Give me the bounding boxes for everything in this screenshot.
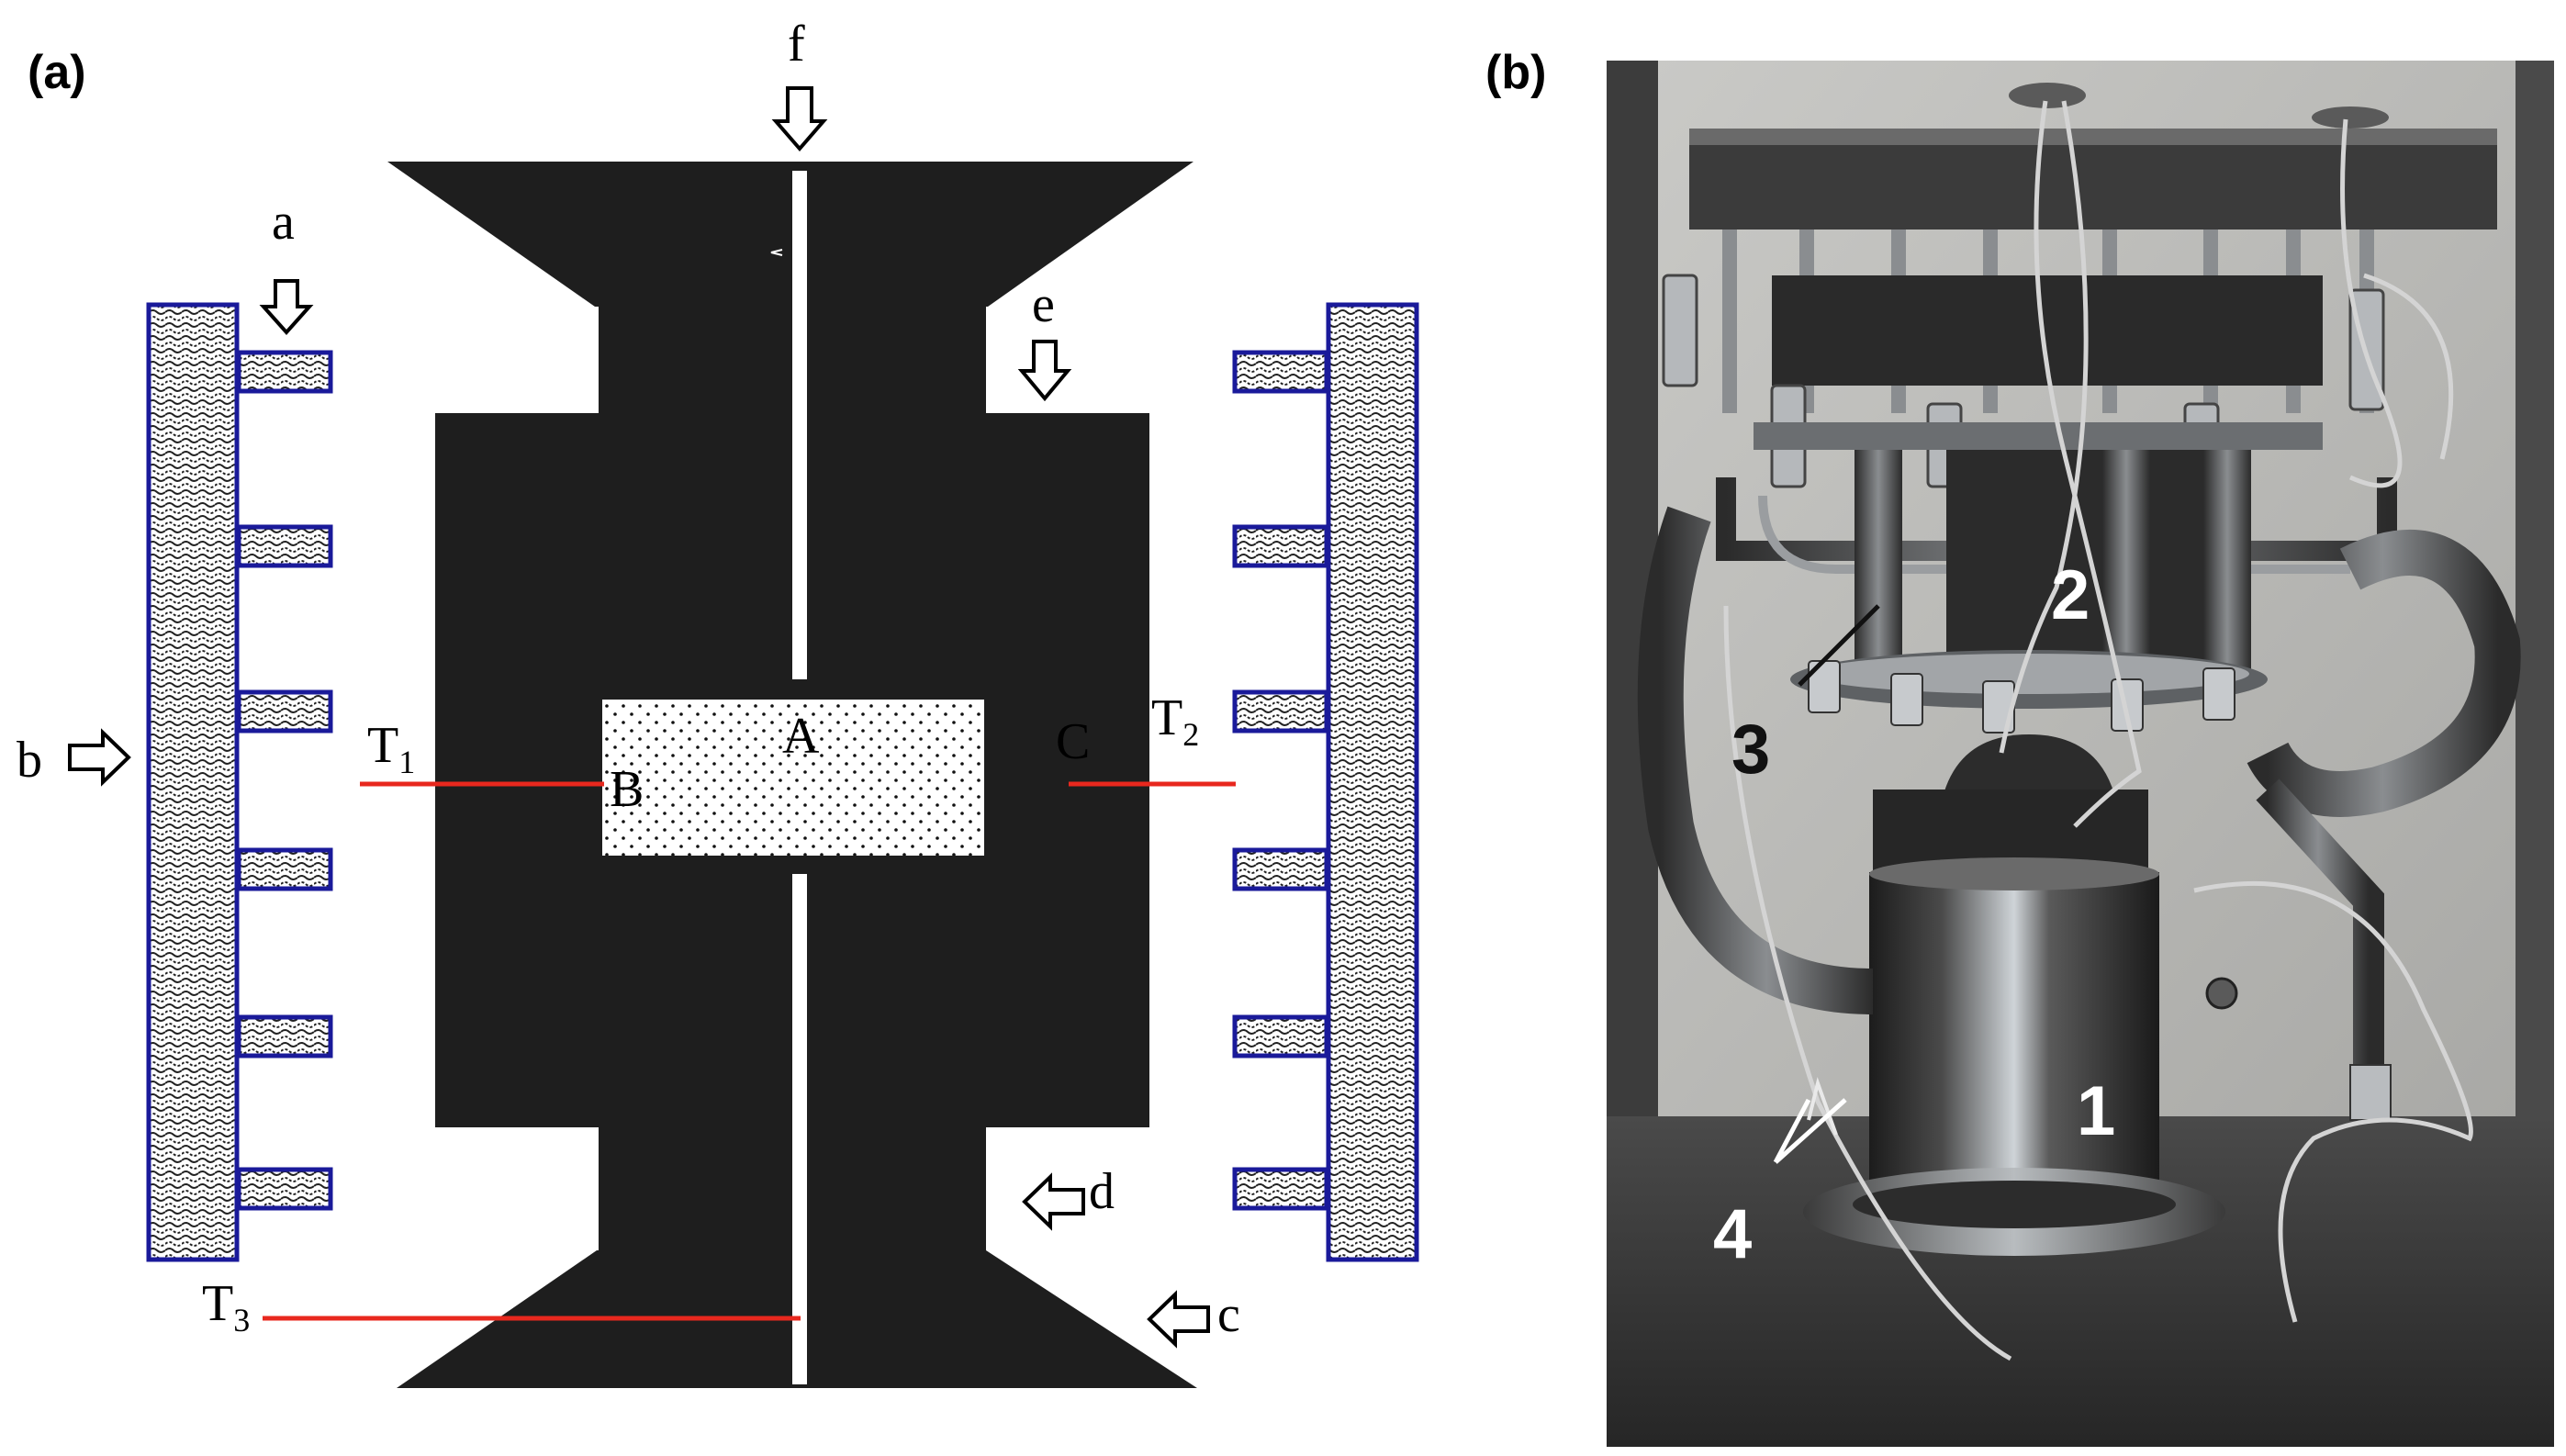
label-e: e — [1032, 276, 1055, 333]
label-c: c — [1217, 1286, 1240, 1343]
top-plate — [1689, 129, 2497, 230]
label-t1: T1 — [367, 717, 415, 780]
sample-region — [602, 700, 984, 856]
arrow-d — [1022, 1172, 1085, 1231]
arrow-c — [1147, 1290, 1210, 1349]
callout-3-leader — [1798, 604, 1880, 687]
label-t2: T2 — [1151, 689, 1199, 753]
arrow-a — [259, 279, 314, 336]
right-induction-coil — [1232, 302, 1419, 1262]
furnace-diagram: f a e b d c A B C T1 T2 T3 — [17, 16, 1419, 1388]
arrow-right-icon — [68, 728, 131, 787]
panel-b-label: (b) — [1485, 46, 1546, 99]
top-bore — [792, 171, 807, 679]
bottom-bore — [792, 874, 807, 1384]
label-b: b — [17, 732, 42, 789]
steel-cylinder — [1869, 872, 2159, 1203]
right-flex-hose — [2247, 530, 2521, 817]
top-punch-flange — [387, 162, 1193, 307]
label-region-c: C — [1056, 713, 1090, 770]
arrow-down-icon — [771, 86, 828, 152]
panel-a-label: (a) — [28, 46, 86, 99]
arrow-left-icon — [1147, 1290, 1210, 1349]
die-left-wall — [435, 413, 600, 1127]
callout-2: 2 — [2051, 556, 2090, 634]
arrow-b — [68, 728, 131, 787]
callout-3: 3 — [1731, 711, 1770, 789]
arrow-left-icon — [1022, 1172, 1085, 1231]
right-coil-turns — [1232, 350, 1329, 1211]
bore-mark — [770, 249, 783, 256]
arrow-down-icon — [1017, 340, 1072, 402]
label-t3: T3 — [202, 1275, 250, 1338]
left-coil-turns — [236, 350, 333, 1211]
label-a: a — [272, 194, 295, 251]
die-right-wall — [984, 413, 1149, 1127]
middle-flange — [1754, 422, 2323, 450]
arrow-f — [771, 86, 828, 152]
upper-chamber — [1946, 450, 2240, 670]
label-region-a: A — [782, 708, 820, 765]
arrow-e — [1017, 340, 1072, 402]
arrow-down-icon — [259, 279, 314, 336]
label-d: d — [1089, 1163, 1115, 1220]
callout-4-leader-b — [1774, 1098, 1847, 1164]
callout-4-leader-a — [1773, 1098, 1811, 1164]
left-induction-coil — [146, 302, 333, 1262]
callout-4: 4 — [1713, 1195, 1752, 1273]
callout-1: 1 — [2077, 1072, 2115, 1150]
label-f: f — [788, 16, 805, 73]
apparatus-photo: 1 2 3 4 — [1607, 61, 2554, 1447]
label-region-b: B — [610, 761, 644, 818]
